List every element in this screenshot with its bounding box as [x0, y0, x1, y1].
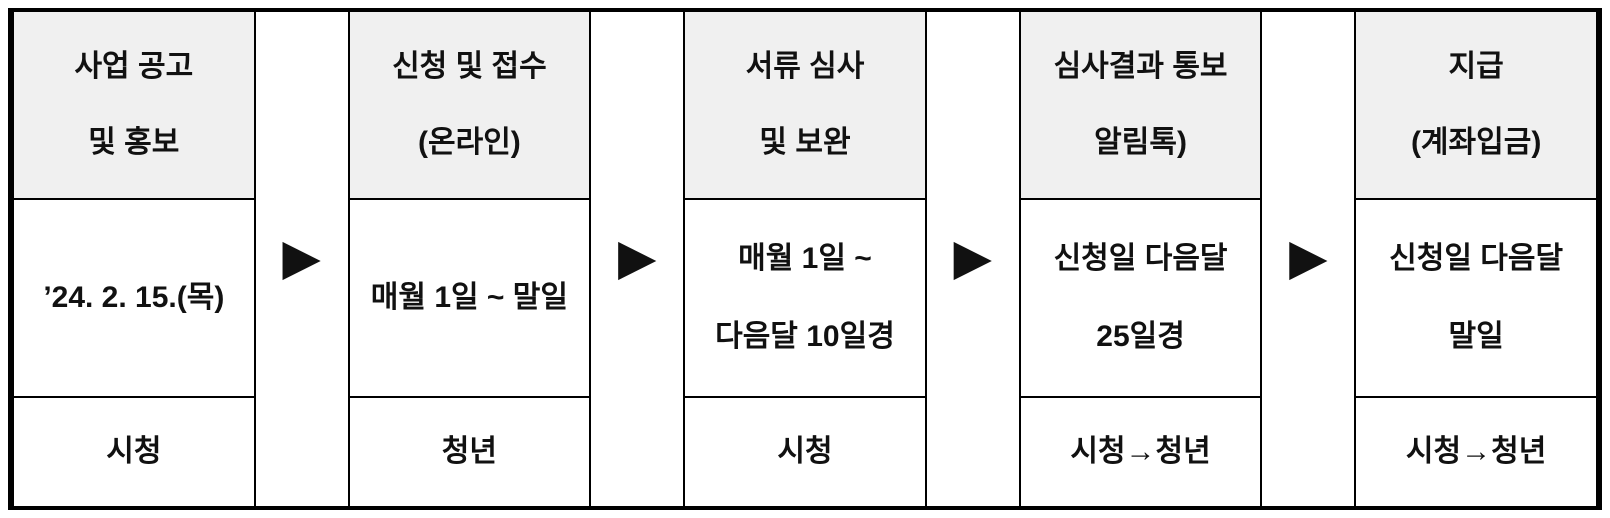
stage-schedule-line: 매월 1일 ~: [738, 241, 872, 275]
stage-actor-label: 청년: [441, 434, 497, 468]
stage-title-cell: 지급 (계좌입금): [1356, 12, 1596, 201]
stage-schedule-cell: 신청일 다음달 25일경: [1020, 200, 1261, 399]
stage-result-notification: 심사결과 통보 알림톡) 신청일 다음달 25일경 시청→청년: [1018, 12, 1263, 506]
stage-title-line: 지급: [1448, 49, 1504, 83]
stage-title-line: (계좌입금): [1410, 126, 1542, 160]
stage-title-line: 서류 심사: [745, 49, 865, 83]
stage-title-line: 알림톡): [1094, 126, 1187, 160]
stage-actor-cell: 청년: [349, 398, 590, 506]
stage-schedule-line: ’24. 2. 15.(목): [43, 280, 225, 314]
process-flow-table: 사업 공고 및 홍보 ’24. 2. 15.(목) 시청 ▶ 신청 및 접수 (…: [8, 8, 1602, 510]
stage-actor-cell: 시청→청년: [1356, 398, 1596, 506]
stage-actor-cell: 시청: [685, 398, 925, 506]
stage-title-line: 및 보완: [759, 126, 851, 160]
stage-title-cell: 사업 공고 및 홍보: [14, 12, 254, 201]
stage-schedule-cell: 신청일 다음달 말일: [1356, 200, 1596, 399]
stage-title-cell: 심사결과 통보 알림톡): [1020, 12, 1261, 201]
stage-actor-cell: 시청→청년: [1020, 398, 1261, 506]
arrow-right-icon: ▶: [953, 229, 992, 285]
stage-actor-cell: 시청: [14, 398, 254, 506]
stage-schedule-cell: ’24. 2. 15.(목): [14, 200, 254, 399]
flow-arrow-gap: ▶: [926, 12, 1019, 506]
stage-announcement: 사업 공고 및 홍보 ’24. 2. 15.(목) 시청: [12, 12, 256, 506]
stage-title-line: (온라인): [418, 126, 521, 160]
stage-schedule-cell: 매월 1일 ~ 다음달 10일경: [685, 200, 925, 399]
stage-title-line: 사업 공고: [74, 49, 194, 83]
flow-arrow-gap: ▶: [255, 12, 348, 506]
stage-title-cell: 신청 및 접수 (온라인): [349, 12, 590, 201]
stage-schedule-line: 말일: [1448, 320, 1504, 354]
stage-title-line: 심사결과 통보: [1053, 49, 1228, 83]
stage-document-review: 서류 심사 및 보완 매월 1일 ~ 다음달 10일경 시청: [683, 12, 927, 506]
stage-actor-label: 시청→청년: [1405, 434, 1547, 468]
stage-schedule-cell: 매월 1일 ~ 말일: [349, 200, 590, 399]
stage-actor-label: 시청: [106, 434, 162, 468]
arrow-right-icon: ▶: [617, 229, 657, 285]
stage-title-cell: 서류 심사 및 보완: [685, 12, 925, 201]
arrow-right-icon: ▶: [282, 229, 321, 285]
stage-title-line: 및 홍보: [88, 126, 180, 160]
stage-schedule-line: 신청일 다음달: [1389, 241, 1564, 275]
flow-arrow-gap: ▶: [591, 12, 684, 506]
stage-schedule-line: 매월 1일 ~ 말일: [370, 280, 568, 314]
stage-actor-label: 시청→청년: [1070, 434, 1211, 468]
stage-payment: 지급 (계좌입금) 신청일 다음달 말일 시청→청년: [1354, 12, 1598, 506]
flow-arrow-gap: ▶: [1262, 12, 1355, 506]
stage-application: 신청 및 접수 (온라인) 매월 1일 ~ 말일 청년: [347, 12, 592, 506]
stage-schedule-line: 신청일 다음달: [1053, 241, 1228, 275]
stage-actor-label: 시청: [777, 434, 833, 468]
arrow-right-icon: ▶: [1289, 229, 1328, 285]
stage-title-line: 신청 및 접수: [392, 49, 547, 83]
stage-schedule-line: 25일경: [1096, 320, 1185, 354]
stage-schedule-line: 다음달 10일경: [715, 320, 895, 354]
